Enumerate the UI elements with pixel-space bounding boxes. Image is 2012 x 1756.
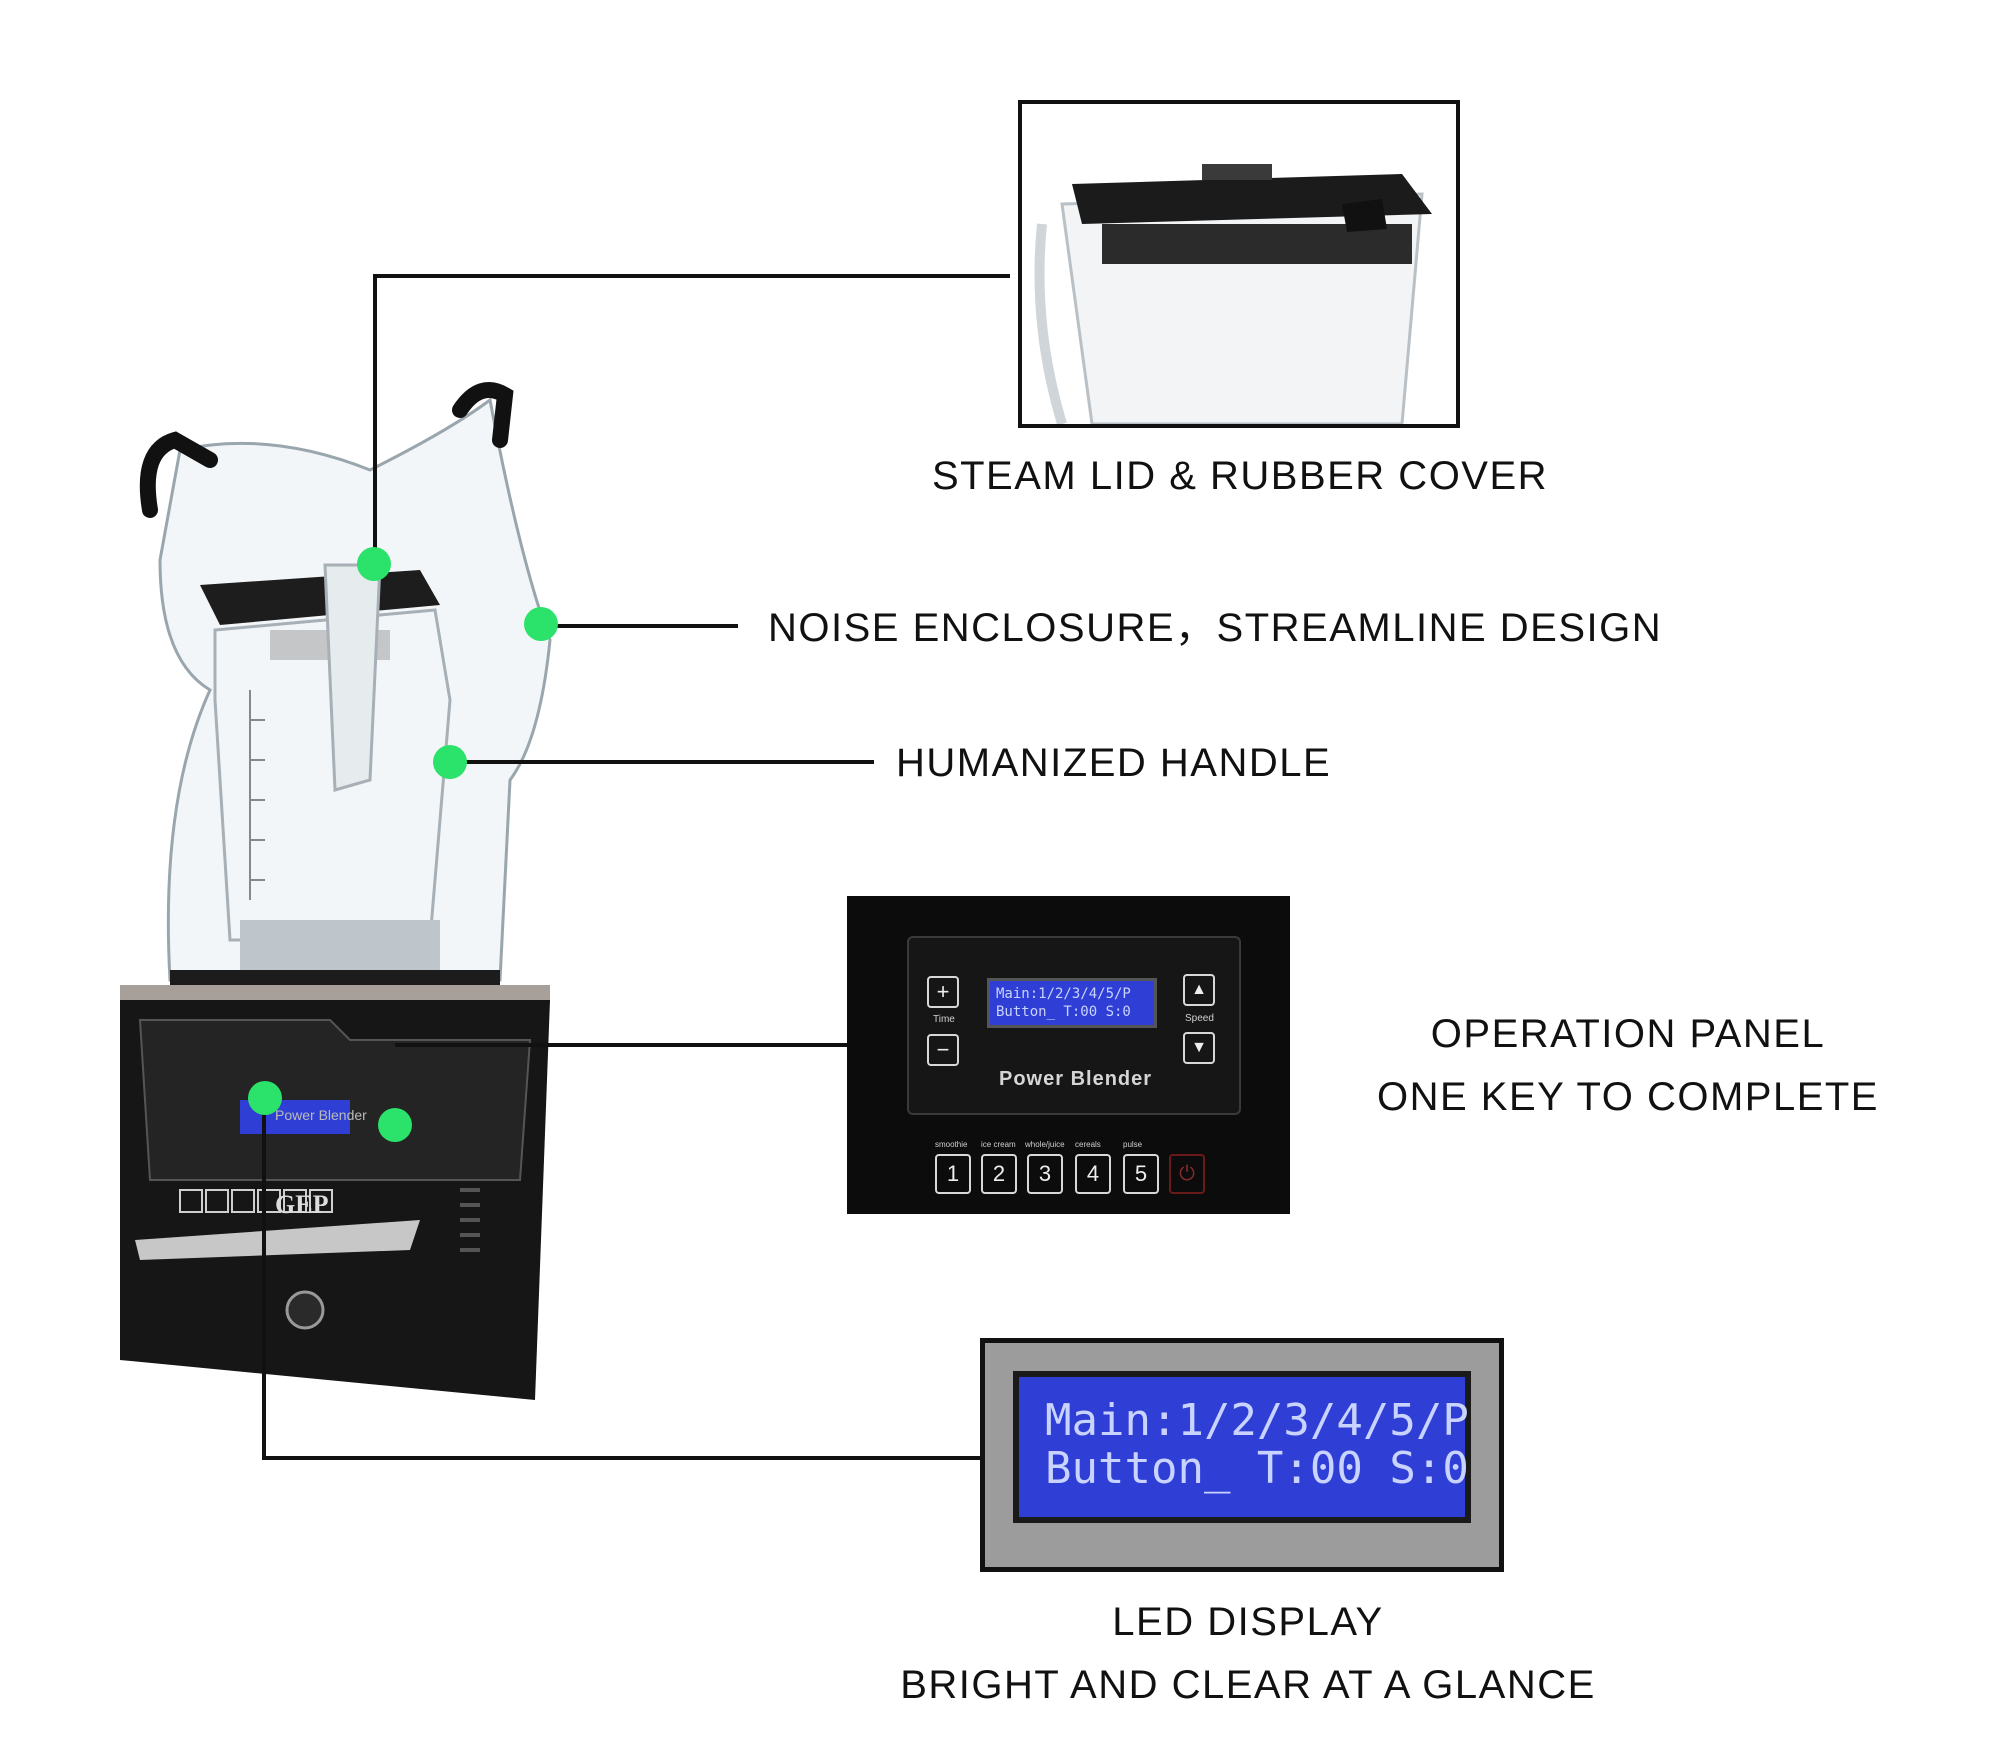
led-line2: Button_ T:00 S:0 xyxy=(1045,1443,1469,1494)
leader-enclosure xyxy=(541,624,738,628)
lid-closeup-image xyxy=(1018,100,1460,428)
marker-dot-enclosure xyxy=(524,607,558,641)
marker-dot-handle xyxy=(433,745,467,779)
led-line1: Main:1/2/3/4/5/P xyxy=(1045,1395,1469,1446)
leader-lid-vertical xyxy=(373,274,377,564)
led-screen: Main:1/2/3/4/5/P Button_ T:00 S:0 xyxy=(1013,1371,1471,1523)
brand-logo: GEP xyxy=(275,1190,329,1219)
time-minus-button[interactable]: − xyxy=(927,1034,959,1066)
marker-dot-led xyxy=(248,1081,282,1115)
time-label: Time xyxy=(933,1014,955,1025)
base-panel-brand-text: Power Blender xyxy=(275,1107,367,1123)
power-stop-button[interactable]: ⏻ xyxy=(1169,1154,1205,1194)
led-closeup-image: Main:1/2/3/4/5/P Button_ T:00 S:0 xyxy=(980,1338,1504,1572)
caption-handle: HUMANIZED HANDLE xyxy=(896,741,1332,785)
speed-label: Speed xyxy=(1185,1013,1214,1024)
speed-down-button[interactable]: ▼ xyxy=(1183,1032,1215,1064)
jar-handle xyxy=(323,563,382,792)
program-label-3: whole/juice xyxy=(1025,1140,1065,1149)
panel-closeup-image: Main:1/2/3/4/5/P Button_ T:00 S:0 + Time… xyxy=(847,896,1290,1214)
program-button-2[interactable]: 2 xyxy=(981,1154,1017,1194)
marker-dot-lid xyxy=(357,547,391,581)
panel-brand-text: Power Blender xyxy=(999,1068,1153,1090)
speed-up-button[interactable]: ▲ xyxy=(1183,974,1215,1006)
power-button xyxy=(285,1290,325,1330)
program-label-2: ice cream xyxy=(981,1140,1016,1149)
caption-enclosure: NOISE ENCLOSURE，STREAMLINE DESIGN xyxy=(768,606,1663,650)
enclosure-handle-right xyxy=(452,382,514,448)
program-button-1[interactable]: 1 xyxy=(935,1154,971,1194)
program-button-3[interactable]: 3 xyxy=(1027,1154,1063,1194)
panel-lcd: Main:1/2/3/4/5/P Button_ T:00 S:0 xyxy=(987,978,1157,1028)
leader-handle xyxy=(450,760,874,764)
power-icon: ⏻ xyxy=(1179,1163,1195,1185)
enclosure-handle-left xyxy=(139,431,218,518)
lid-closeup-drawing xyxy=(1022,104,1456,424)
panel-lcd-line2: Button_ T:00 S:0 xyxy=(996,1004,1131,1020)
program-button-4[interactable]: 4 xyxy=(1075,1154,1111,1194)
program-button-5[interactable]: 5 xyxy=(1123,1154,1159,1194)
program-label-1: smoothie xyxy=(935,1140,968,1149)
caption-led-line2: BRIGHT AND CLEAR AT A GLANCE xyxy=(900,1663,1596,1707)
leader-led-vertical xyxy=(262,1098,266,1460)
leader-lid-horizontal xyxy=(373,274,1010,278)
caption-panel-line2: ONE KEY TO COMPLETE xyxy=(1377,1075,1879,1119)
program-label-4: cereals xyxy=(1075,1140,1101,1149)
panel-lcd-line1: Main:1/2/3/4/5/P xyxy=(996,986,1131,1002)
caption-lid: STEAM LID & RUBBER COVER xyxy=(931,454,1549,498)
leader-panel xyxy=(395,1043,847,1047)
program-label-5: pulse xyxy=(1123,1140,1143,1149)
caption-panel-line1: OPERATION PANEL xyxy=(1430,1012,1826,1056)
caption-led-line1: LED DISPLAY xyxy=(1112,1600,1384,1644)
blender-illustration xyxy=(120,382,552,1400)
time-plus-button[interactable]: + xyxy=(927,976,959,1008)
leader-led-horizontal xyxy=(262,1456,980,1460)
marker-dot-panel xyxy=(378,1108,412,1142)
